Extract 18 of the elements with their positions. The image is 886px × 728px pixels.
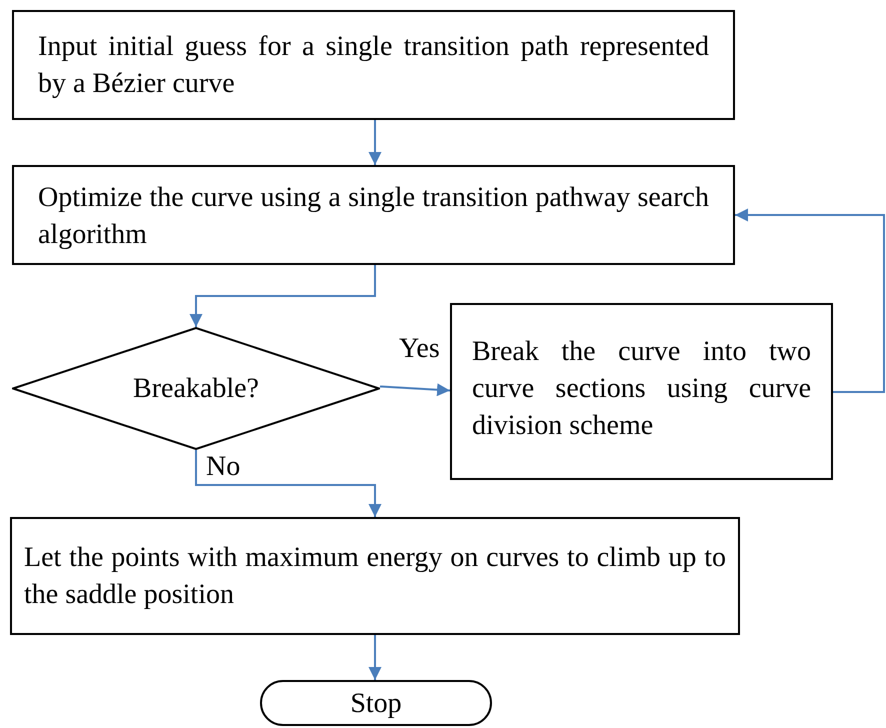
node-text: Break the curve into two curve sections using curve division scheme — [472, 335, 811, 443]
decision-diamond — [12, 327, 380, 450]
arrow — [380, 383, 450, 396]
arrow — [735, 208, 885, 393]
arrow — [195, 450, 382, 517]
node-text: Breakable? — [133, 372, 259, 406]
terminal-shape — [260, 680, 492, 726]
process-box — [12, 10, 735, 120]
node-text: Optimize the curve using a single transition pathway search algorithm — [38, 181, 709, 252]
node-text: Input initial guess for a single transition path represented by a Bézier curve — [38, 30, 709, 101]
process-box — [10, 517, 740, 635]
arrow — [190, 265, 376, 327]
process-box — [450, 303, 833, 480]
arrow — [368, 120, 382, 165]
node-text: Let the points with maximum energy on curves to climb up to the saddle position — [24, 541, 726, 612]
arrow — [368, 635, 382, 680]
process-box — [12, 165, 735, 265]
node-text: Stop — [350, 686, 402, 720]
